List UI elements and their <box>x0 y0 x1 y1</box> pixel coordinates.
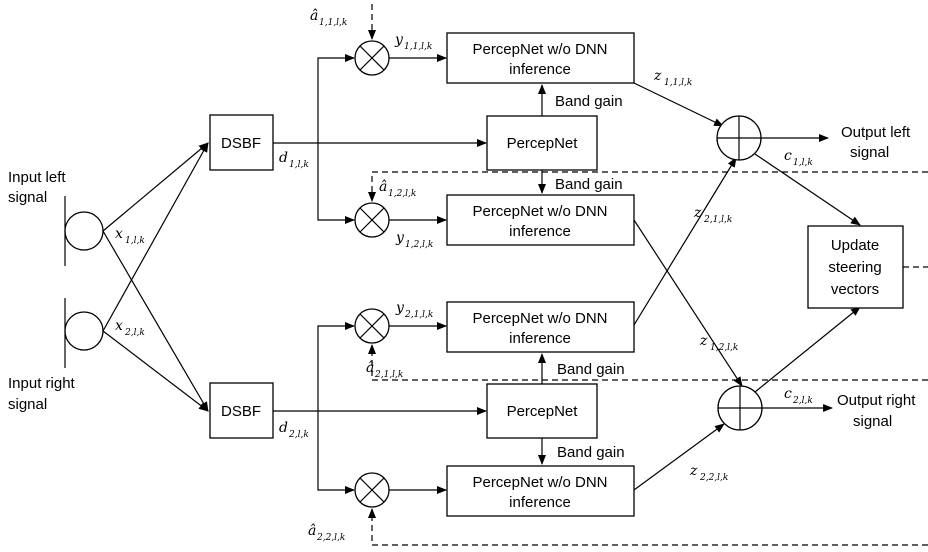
svg-text:DSBF: DSBF <box>221 403 261 420</box>
svg-text:1,1,l,k: 1,1,l,k <box>319 18 347 28</box>
left-microphone <box>64 196 104 266</box>
svg-text:d: d <box>279 150 288 166</box>
adder-right <box>717 385 763 431</box>
input-right-label: Input right <box>8 375 76 392</box>
dsbf-bottom: DSBF <box>209 382 274 439</box>
svg-text:1,1,l,k: 1,1,l,k <box>664 78 692 88</box>
svg-text:2,2,l,k: 2,2,l,k <box>699 473 728 483</box>
output-right-label-2: signal <box>853 413 892 430</box>
svg-text:y: y <box>394 32 404 48</box>
percepnet-no-dnn-21: PercepNet w/o DNN inference <box>446 301 635 353</box>
svg-text:inference: inference <box>509 223 571 240</box>
svg-text:2,l,k: 2,l,k <box>792 396 813 406</box>
svg-text:y: y <box>395 230 405 246</box>
svg-text:vectors: vectors <box>831 281 879 298</box>
svg-text:2,l,k: 2,l,k <box>288 430 309 440</box>
svg-text:steering: steering <box>828 259 881 276</box>
update-steering-vectors-block: Update steering vectors <box>807 225 904 309</box>
multiplier-22 <box>354 472 390 508</box>
svg-text:1,l,k: 1,l,k <box>793 158 813 168</box>
output-left-label: Output left <box>841 124 911 141</box>
svg-text:â: â <box>366 360 374 376</box>
svg-text:c: c <box>784 386 792 402</box>
svg-text:1,1,l,k: 1,1,l,k <box>404 42 432 52</box>
band-gain-label-1: Band gain <box>555 93 623 110</box>
svg-text:z: z <box>693 205 702 221</box>
percepnet-no-dnn-11: PercepNet w/o DNN inference <box>446 32 635 84</box>
svg-text:â: â <box>308 523 316 539</box>
multiplier-11 <box>354 40 390 76</box>
percepnet-no-dnn-12: PercepNet w/o DNN inference <box>446 194 635 246</box>
multiplier-12 <box>354 202 390 238</box>
svg-text:d: d <box>279 420 288 436</box>
band-gain-label-3: Band gain <box>557 361 625 378</box>
svg-text:PercepNet w/o DNN: PercepNet w/o DNN <box>472 203 607 220</box>
svg-text:x: x <box>115 226 123 242</box>
svg-text:y: y <box>395 300 405 316</box>
percepnet-bottom: PercepNet <box>486 383 598 439</box>
svg-text:PercepNet w/o DNN: PercepNet w/o DNN <box>472 474 607 491</box>
input-left-label-2: signal <box>8 189 47 206</box>
svg-text:â: â <box>379 179 387 195</box>
svg-text:PercepNet w/o DNN: PercepNet w/o DNN <box>472 310 607 327</box>
svg-text:inference: inference <box>509 330 571 347</box>
adder-left <box>716 115 762 161</box>
svg-text:z: z <box>689 463 698 479</box>
svg-text:PercepNet: PercepNet <box>507 403 579 420</box>
svg-text:1,l,k: 1,l,k <box>125 236 145 246</box>
svg-text:â: â <box>310 8 318 24</box>
svg-text:1,2,l,k: 1,2,l,k <box>710 343 738 353</box>
dsbf-top: DSBF <box>209 114 274 171</box>
svg-text:1,2,l,k: 1,2,l,k <box>405 240 433 250</box>
svg-text:DSBF: DSBF <box>221 135 261 152</box>
svg-text:2,1,l,k: 2,1,l,k <box>374 370 403 380</box>
input-left-label: Input left <box>8 169 66 186</box>
multiplier-21 <box>354 308 390 344</box>
svg-text:PercepNet: PercepNet <box>507 135 579 152</box>
svg-text:2,1,l,k: 2,1,l,k <box>404 310 433 320</box>
svg-text:2,l,k: 2,l,k <box>124 328 145 338</box>
svg-text:inference: inference <box>509 494 571 511</box>
svg-text:1,l,k: 1,l,k <box>289 160 309 170</box>
percepnet-no-dnn-22: PercepNet w/o DNN inference <box>446 465 635 517</box>
band-gain-label-4: Band gain <box>557 444 625 461</box>
percepnet-top: PercepNet <box>486 115 598 171</box>
svg-text:inference: inference <box>509 61 571 78</box>
svg-text:z: z <box>699 333 708 349</box>
svg-text:1,2,l,k: 1,2,l,k <box>388 189 416 199</box>
svg-text:c: c <box>784 148 792 164</box>
output-left-label-2: signal <box>850 144 889 161</box>
output-right-label: Output right <box>837 392 916 409</box>
svg-text:2,1,l,k: 2,1,l,k <box>703 215 732 225</box>
svg-text:2,2,l,k: 2,2,l,k <box>316 533 345 543</box>
right-microphone <box>64 298 104 368</box>
svg-text:x: x <box>115 318 123 334</box>
svg-text:PercepNet w/o DNN: PercepNet w/o DNN <box>472 41 607 58</box>
band-gain-label-2: Band gain <box>555 176 623 193</box>
svg-text:Update: Update <box>831 237 879 254</box>
svg-text:z: z <box>653 68 662 84</box>
input-right-label-2: signal <box>8 396 47 413</box>
